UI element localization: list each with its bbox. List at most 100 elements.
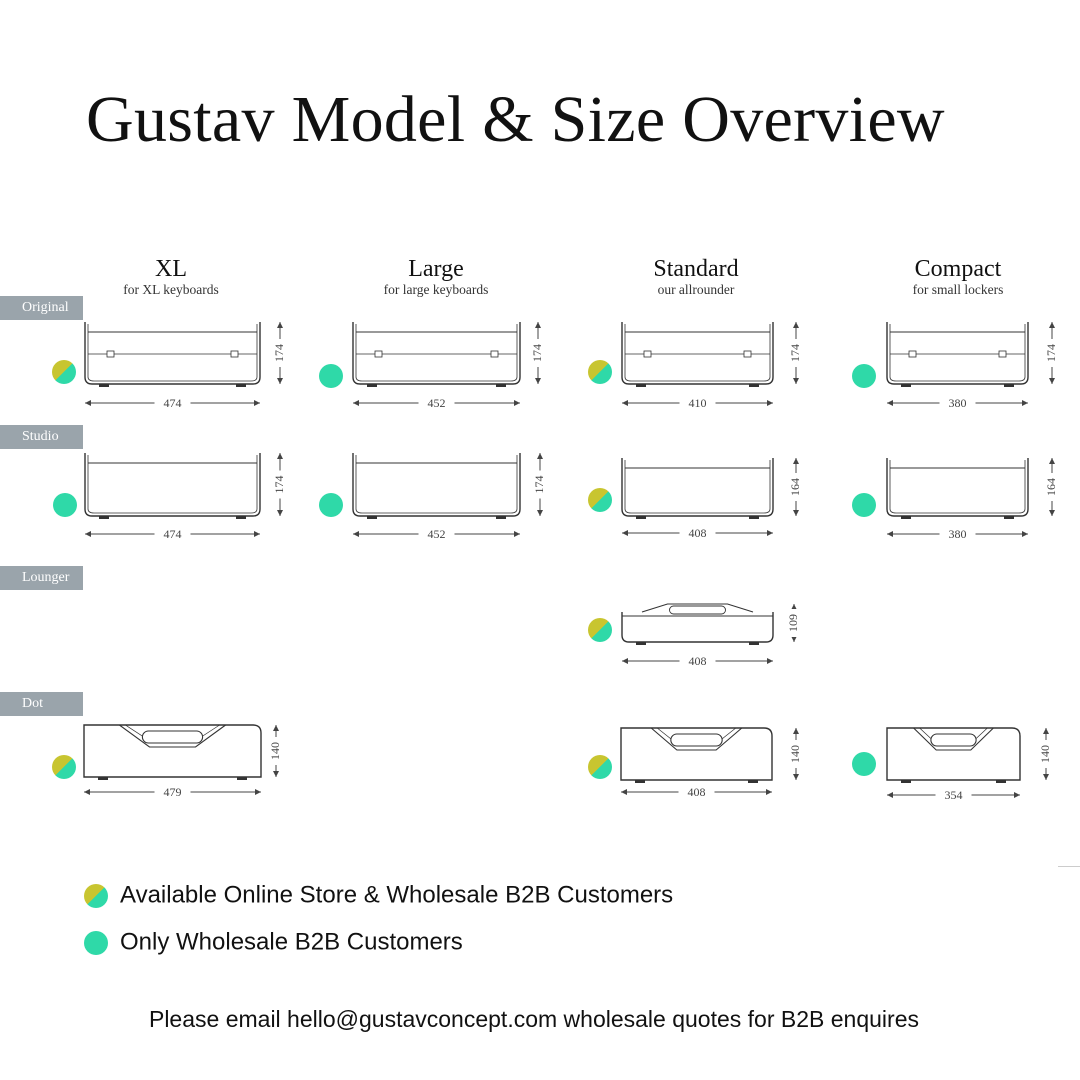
tray-outline: [886, 322, 1029, 385]
column-subtitle: for large keyboards: [383, 282, 489, 297]
dimension-arrow: [793, 458, 799, 464]
dimension-arrow: [622, 658, 628, 664]
legend-label: Available Online Store & Wholesale B2B C…: [120, 881, 674, 909]
tray-foot: [1004, 384, 1014, 387]
dimension-arrow: [514, 400, 520, 406]
dimension-label-bg: [272, 339, 288, 367]
column-name: XL: [155, 256, 187, 282]
dimension-arrow: [621, 789, 627, 795]
tray-foot: [636, 384, 646, 387]
tray-clip: [374, 350, 383, 358]
column-header-xl: XL for XL keyboards: [51, 256, 291, 298]
height-value: 174: [1044, 344, 1058, 362]
dimension-label-bg: [678, 784, 715, 800]
tray-outline: [886, 458, 1029, 517]
dot-notch: [119, 724, 226, 748]
width-value: 479: [164, 785, 182, 799]
row-tag-dot: Dot: [0, 692, 83, 716]
width-value: 452: [428, 527, 446, 541]
availability-dot-wholesale: [852, 493, 876, 517]
column-header-large: Large for large keyboards: [316, 256, 556, 298]
dimension-label-bg: [788, 339, 804, 367]
tray-outline: [352, 322, 521, 385]
tray-foot: [496, 516, 506, 519]
column-name: Compact: [914, 256, 1002, 282]
column-subtitle: our allrounder: [657, 282, 735, 297]
column-name: Standard: [653, 256, 739, 282]
dimension-arrow: [791, 636, 797, 642]
dimension-arrow: [622, 400, 628, 406]
dimension-arrow: [1014, 792, 1020, 798]
legend-dot-online-wholesale: [84, 883, 108, 908]
tray-inner-wall: [624, 324, 771, 382]
height-value: 174: [272, 344, 286, 362]
dimension-arrow: [277, 322, 283, 328]
tray-foot: [749, 516, 759, 519]
dimension-label-bg: [154, 526, 191, 542]
height-value: 174: [530, 344, 544, 362]
dimension-label-bg: [154, 784, 191, 800]
tray-inner-wall: [624, 460, 771, 514]
height-value: 140: [268, 742, 282, 760]
dimension-arrow: [535, 378, 541, 384]
width-value: 380: [949, 396, 967, 410]
dot-foot: [237, 777, 247, 780]
dimension-arrow: [767, 400, 773, 406]
dimension-arrow: [1043, 728, 1049, 734]
dimension-arrow: [353, 531, 359, 537]
dimension-label-bg: [1038, 740, 1054, 768]
tray-foot: [236, 384, 246, 387]
dimension-label-bg: [418, 395, 455, 411]
height-value: 164: [1044, 478, 1058, 496]
dimension-arrow: [277, 378, 283, 384]
dimension-arrow: [793, 774, 799, 780]
tray-outline: [84, 453, 261, 517]
dot-foot: [635, 780, 645, 783]
dimension-label-bg: [679, 395, 716, 411]
dimension-arrow: [766, 789, 772, 795]
dimension-arrow: [622, 530, 628, 536]
dimension-arrow: [793, 322, 799, 328]
availability-dot-wholesale: [53, 493, 77, 517]
lounger-foot: [749, 642, 759, 645]
tray-outline: [84, 322, 261, 385]
availability-dot-wholesale: [852, 752, 876, 776]
tray-inner-wall: [87, 455, 258, 514]
availability-dot-online-wholesale: [52, 755, 76, 779]
dimension-arrow: [1043, 774, 1049, 780]
dot-foot: [748, 780, 758, 783]
tray-foot: [901, 384, 911, 387]
tray-clip: [908, 350, 917, 358]
dimension-arrow: [767, 530, 773, 536]
dimension-arrow: [535, 322, 541, 328]
tray-outline: [352, 453, 521, 517]
row-tag-original: Original: [0, 296, 83, 320]
dimension-label-bg: [679, 525, 716, 541]
width-value: 408: [689, 526, 707, 540]
dot-handle-slot: [930, 733, 977, 747]
row-tag-lounger: Lounger: [0, 566, 83, 590]
legend-online-wholesale: Available Online Store & Wholesale B2B C…: [84, 881, 673, 910]
width-value: 380: [949, 527, 967, 541]
column-header-compact: Compact for small lockers: [838, 256, 1078, 298]
tray-foot: [367, 384, 377, 387]
legend-wholesale-only: Only Wholesale B2B Customers: [84, 928, 463, 957]
availability-dot-online-wholesale: [588, 360, 612, 384]
dimension-label-bg: [679, 653, 716, 669]
dimension-label-bg: [786, 609, 802, 637]
tray-clip: [998, 350, 1007, 358]
tray-clip: [643, 350, 652, 358]
height-value: 174: [788, 344, 802, 362]
column-subtitle: for small lockers: [912, 282, 1004, 297]
column-subtitle: for XL keyboards: [123, 282, 219, 297]
tray-foot: [749, 384, 759, 387]
dimension-arrow: [84, 789, 90, 795]
width-value: 408: [688, 785, 706, 799]
tray-foot: [901, 516, 911, 519]
width-value: 452: [428, 396, 446, 410]
height-value: 140: [1038, 745, 1052, 763]
dimension-label-bg: [532, 470, 548, 499]
width-value: 408: [689, 654, 707, 668]
dimension-label-bg: [272, 470, 288, 499]
